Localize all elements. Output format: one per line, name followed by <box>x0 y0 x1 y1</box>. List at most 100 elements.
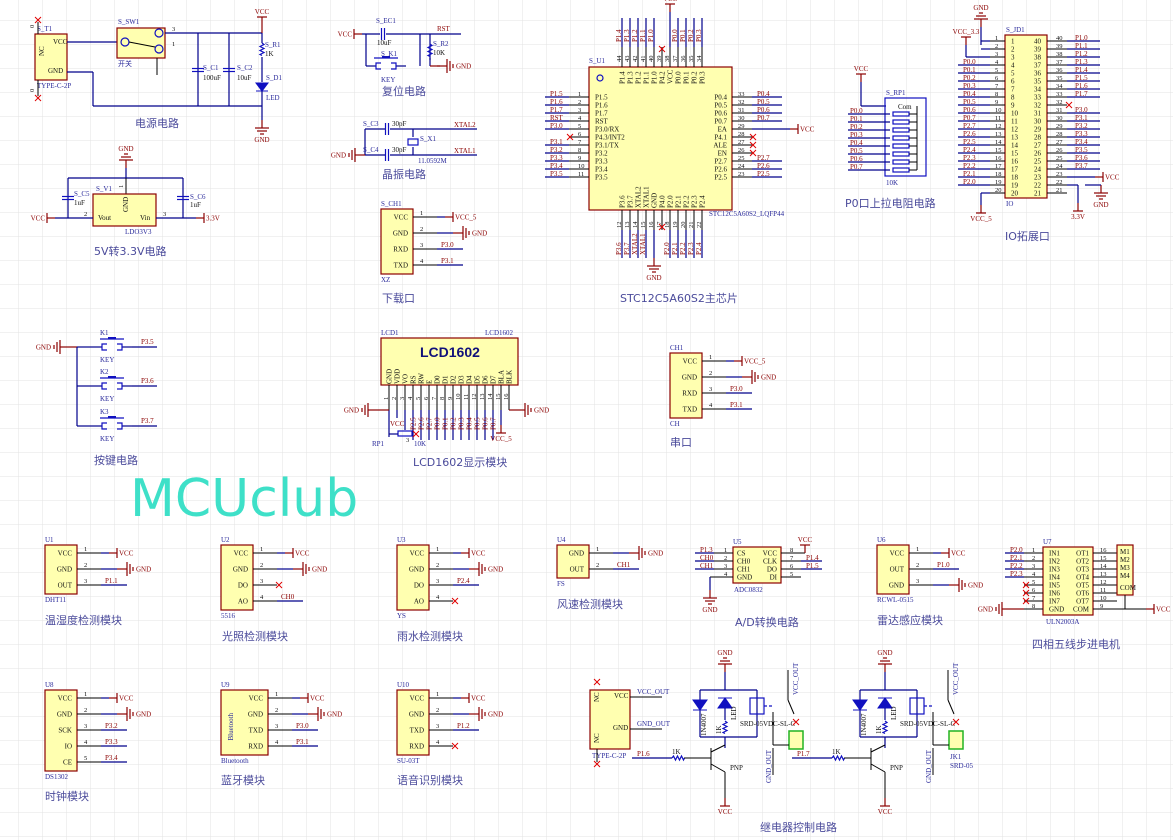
nc-stroke <box>792 718 800 726</box>
power-label: VCC <box>951 550 966 558</box>
power-symbol: VCC <box>1095 172 1120 182</box>
value: 10uF <box>377 39 392 47</box>
pin-number: 22 <box>696 222 703 229</box>
pin-number: 19 <box>995 179 1002 186</box>
pin-name: D4 <box>466 375 474 384</box>
net-label: P3.0 <box>1075 106 1088 114</box>
pin-name: VCC <box>249 695 264 703</box>
pin-number: 1 <box>709 354 712 361</box>
pin-name: 5 <box>1011 70 1015 78</box>
part-name: STC12C5A60S2_LQFP44 <box>709 210 785 218</box>
pin-number: 2 <box>1032 555 1035 562</box>
pin-name: GND <box>651 193 659 208</box>
no-connect-mark <box>451 742 459 750</box>
net-label: P2.4 <box>457 577 470 585</box>
net-label: P2.1 <box>963 170 976 178</box>
pin-name: P3.5 <box>595 174 608 182</box>
section-title: 温湿度检测模块 <box>45 613 122 627</box>
pin-name: GND <box>57 566 72 574</box>
pin-name: ALE <box>713 142 727 150</box>
net-label: CH1 <box>617 561 631 569</box>
net-label: P2.5 <box>410 417 418 430</box>
pin-number: 8 <box>1032 603 1035 610</box>
relay-circuit: NCNCVCCGNDTYPE-C-2PVCC_OUTGND_OUT继电器控制电路… <box>589 649 973 834</box>
pin-name: GND <box>569 550 584 558</box>
pin-name: TXD <box>683 406 697 414</box>
ground-label: GND <box>136 711 151 719</box>
pin-number: 1 <box>995 35 998 42</box>
pin-name: P1.7 <box>595 110 608 118</box>
pin-name: 29 <box>1034 126 1042 134</box>
pin-number: 3 <box>916 578 919 585</box>
section-title: 串口 <box>670 436 692 449</box>
pin-name: TXD <box>394 262 408 270</box>
power-label: 3.3V <box>1071 213 1085 221</box>
power-label: VCC <box>878 808 893 816</box>
pin-number: 1 <box>436 546 439 553</box>
pin-number: 12 <box>1100 579 1107 586</box>
pin-name: 18 <box>1011 174 1019 182</box>
pin-number: 11 <box>995 115 1001 122</box>
pin-number: 6 <box>423 396 430 400</box>
power-symbol: VCC <box>790 124 815 134</box>
switch-contact <box>154 44 164 54</box>
resistor <box>671 754 686 762</box>
net-label: P1.2 <box>457 722 470 730</box>
pin-name: P2.6 <box>714 166 727 174</box>
designator: S_C6 <box>190 193 206 201</box>
module-body <box>396 689 430 756</box>
pin-name: OUT <box>890 566 905 574</box>
pin-number: 2 <box>709 370 712 377</box>
diode-label: 1N4007 <box>700 713 708 736</box>
no-connect-mark <box>658 223 666 231</box>
part-name: LDO3V3 <box>125 228 152 236</box>
capacitor <box>62 195 74 201</box>
resistor-label: 1K <box>875 725 883 734</box>
net-label: P0.0 <box>850 107 863 115</box>
power-label: VCC_5 <box>744 358 766 366</box>
pin-number: 1 <box>275 691 278 698</box>
pin-number: 8 <box>995 91 998 98</box>
pin-number: 3 <box>406 437 409 444</box>
pin-name: 39 <box>1034 46 1042 54</box>
pin-number: 35 <box>688 56 695 63</box>
value: 1uF <box>74 199 85 207</box>
pin-number: 13 <box>479 394 486 401</box>
ground-symbol: GND <box>293 562 327 576</box>
pin-name: SCK <box>58 727 72 735</box>
power-circuit: NCVCCGNDS_T1TYPE-C-2P00S_SW1开关31S_C1100u… <box>29 8 282 144</box>
ground-label: GND <box>472 230 487 238</box>
diode-icon <box>692 699 708 711</box>
section-title: 光照检测模块 <box>222 629 288 643</box>
designator: S_JD1 <box>1006 26 1025 34</box>
pin-gnd: GND <box>122 197 130 212</box>
pin-number: 38 <box>1056 51 1063 58</box>
pin-number: 4 <box>275 739 279 746</box>
designator: S_C2 <box>237 64 253 72</box>
pin-name: P0.4 <box>714 94 727 102</box>
part-name: YS <box>397 612 406 620</box>
net-label: P2.2 <box>963 162 976 170</box>
power-symbol: VCC <box>109 548 134 558</box>
pin-number: 2 <box>420 226 423 233</box>
no-connect-mark <box>451 597 459 605</box>
pin-number: 25 <box>738 155 745 162</box>
designator: S_K1 <box>381 50 397 58</box>
net-label: P3.2 <box>105 722 118 730</box>
pin-number: 2 <box>260 562 263 569</box>
nc-stroke <box>1022 589 1030 597</box>
